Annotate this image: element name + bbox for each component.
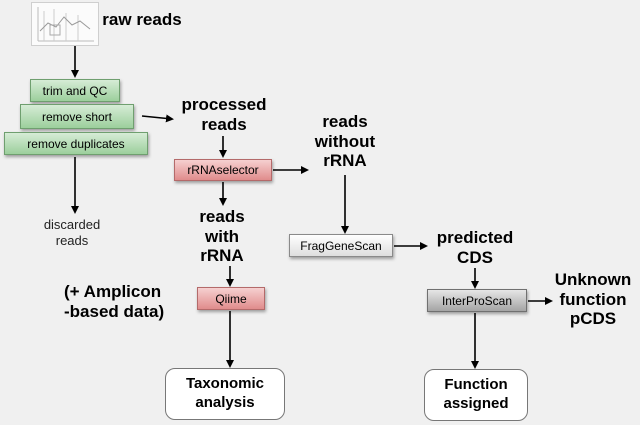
quality-plot-icon <box>37 7 94 42</box>
trim-qc-step: trim and QC <box>30 79 120 102</box>
rrnaselector-step: rRNAselector <box>174 159 272 181</box>
raw-reads-chart-thumbnail <box>31 2 99 46</box>
interproscan-step: InterProScan <box>427 289 527 312</box>
predicted-cds-label: predicted CDS <box>436 228 514 267</box>
unknown-function-label: Unknown function pCDS <box>554 270 632 329</box>
remove-short-step: remove short <box>20 104 134 129</box>
discarded-reads-label: discarded reads <box>43 217 101 249</box>
fraggenescan-step: FragGeneScan <box>289 234 393 257</box>
qiime-step: Qiime <box>197 287 265 310</box>
reads-with-rrna-label: reads with rRNA <box>199 207 245 266</box>
processed-reads-label: processed reads <box>181 95 267 134</box>
function-assigned-result: Function assigned <box>424 369 528 421</box>
remove-duplicates-step: remove duplicates <box>4 132 148 155</box>
arrow-qc-to-processed <box>141 114 174 123</box>
amplicon-note-label: (+ Amplicon -based data) <box>64 282 165 321</box>
reads-without-rrna-label: reads without rRNA <box>314 112 376 171</box>
taxonomic-analysis-result: Taxonomic analysis <box>165 368 285 420</box>
raw-reads-label: raw reads <box>102 10 182 29</box>
